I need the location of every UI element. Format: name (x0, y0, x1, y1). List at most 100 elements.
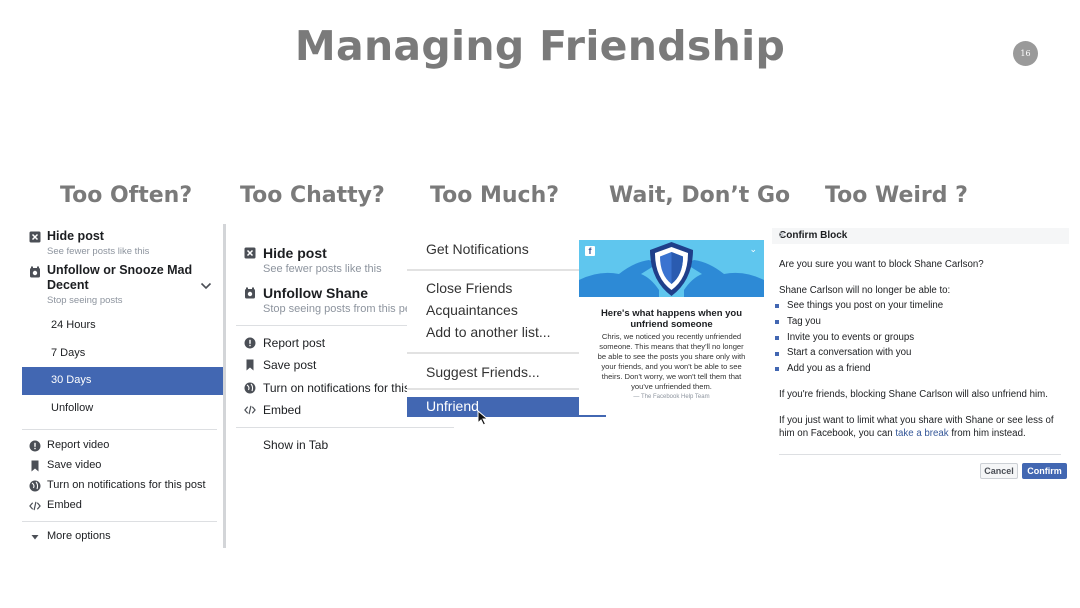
menu-divider (236, 325, 454, 326)
more-options-option[interactable]: More options (22, 529, 223, 545)
report-post-option[interactable]: Report post (236, 335, 454, 353)
limit-note-line-2: him on Facebook, you can take a break fr… (779, 428, 1026, 439)
embed-label: Embed (263, 403, 302, 417)
save-video-label: Save video (47, 459, 102, 471)
save-video-option[interactable]: Save video (22, 458, 223, 474)
get-notifications-item[interactable]: Get Notifications (426, 241, 529, 257)
notice-banner: f ⌄ (579, 240, 764, 297)
too-often-menu: Hide post See fewer posts like this Unfo… (22, 224, 226, 548)
snooze-7-days-option[interactable]: 7 Days (51, 347, 86, 359)
friends-note: If you're friends, blocking Shane Carlso… (779, 389, 1048, 400)
page-number-badge: 16 (1013, 41, 1038, 66)
notice-body-line: you've unfriended them. (631, 381, 712, 391)
suggest-friends-item[interactable]: Suggest Friends... (426, 364, 540, 380)
hide-post-option[interactable]: Hide post See fewer posts like this (22, 228, 223, 260)
notice-body-line: be able to see the posts you share only … (597, 351, 746, 361)
code-icon (29, 500, 41, 512)
notice-body-line: Chris, we noticed you recently unfriende… (601, 332, 742, 341)
hide-post-icon (244, 247, 256, 259)
unfollow-icon (244, 287, 256, 299)
unfollow-label: Unfollow Shane (263, 285, 368, 301)
menu-divider (22, 521, 217, 522)
bookmark-icon (29, 460, 41, 472)
block-bullet: Add you as a friend (787, 363, 871, 374)
chevron-down-icon[interactable]: ⌄ (749, 244, 757, 254)
confirm-button[interactable]: Confirm (1022, 463, 1067, 479)
embed-option[interactable]: Embed (236, 402, 454, 420)
notice-body-line: theirs. Don't worry, we won't tell them … (601, 371, 742, 381)
report-icon (29, 440, 41, 452)
show-in-tab-option[interactable]: Show in Tab (263, 438, 329, 452)
globe-icon (29, 480, 41, 492)
unfollow-snooze-label-line-1: Unfollow or Snooze Mad (47, 263, 193, 277)
save-post-option[interactable]: Save post (236, 357, 454, 375)
snooze-icon (29, 266, 41, 278)
menu-separator (407, 269, 579, 271)
embed-option[interactable]: Embed (22, 498, 223, 514)
notice-heading-line-1: Here's what happens when you (600, 308, 743, 319)
limit-note-text: him on Facebook, you can (779, 428, 896, 439)
block-question: Are you sure you want to block Shane Car… (779, 259, 984, 270)
unfriend-label: Unfriend (426, 398, 479, 414)
cancel-button[interactable]: Cancel (980, 463, 1018, 479)
unfollow-snooze-option[interactable]: Unfollow or Snooze Mad Decent Stop seein… (22, 262, 223, 310)
bullet-marker (775, 336, 779, 340)
hide-post-label: Hide post (47, 229, 104, 243)
unfollow-option[interactable]: Unfollow Shane Stop seeing posts from th… (236, 284, 454, 318)
heading-too-often: Too Often? (60, 183, 193, 208)
menu-separator (407, 352, 579, 354)
slide-title: Managing Friendship (294, 22, 786, 70)
hide-post-sublabel: See fewer posts like this (263, 263, 382, 275)
snooze-24-hours-option[interactable]: 24 Hours (51, 319, 96, 331)
notice-signature: — The Facebook Help Team (633, 394, 710, 400)
snooze-30-days-option[interactable]: 30 Days (22, 367, 223, 395)
block-bullet: Tag you (787, 316, 821, 327)
chevron-down-icon (200, 281, 212, 293)
block-bullet: Start a conversation with you (787, 347, 912, 358)
hide-post-label: Hide post (263, 245, 327, 261)
snooze-30-days-label: 30 Days (51, 374, 92, 386)
dialog-title: Confirm Block (779, 230, 848, 241)
report-video-option[interactable]: Report video (22, 438, 223, 454)
report-post-label: Report post (263, 336, 326, 350)
hide-post-sublabel: See fewer posts like this (47, 246, 150, 257)
save-post-label: Save post (263, 358, 317, 372)
bullet-marker (775, 320, 779, 324)
heading-too-much: Too Much? (430, 183, 559, 208)
more-options-label: More options (47, 530, 111, 542)
dialog-footer-divider (779, 454, 1061, 455)
unfollow-snooze-sublabel: Stop seeing posts (47, 295, 123, 306)
notifications-label: Turn on notifications for this post (47, 479, 206, 491)
facebook-logo-icon: f (585, 246, 595, 256)
heading-wait-dont-go: Wait, Don’t Go (609, 183, 791, 208)
close-icon[interactable]: × (779, 230, 785, 241)
notice-heading: Here's what happens when you unfriend so… (579, 308, 764, 330)
bullet-marker (775, 367, 779, 371)
add-to-list-item[interactable]: Add to another list... (426, 324, 551, 340)
block-bullet: See things you post on your timeline (787, 300, 944, 311)
highlight-underline (579, 415, 606, 417)
block-bullet: Invite you to events or groups (787, 332, 915, 343)
bullet-marker (775, 304, 779, 308)
embed-label: Embed (47, 499, 82, 511)
cursor-arrow-icon (477, 409, 489, 426)
unfriend-item[interactable]: Unfriend (407, 397, 579, 417)
dialog-header: Confirm Block × (772, 228, 1069, 244)
too-much-menu: Get Notifications Close Friends Acquaint… (407, 232, 607, 420)
notifications-option[interactable]: Turn on notifications for this (236, 380, 454, 398)
report-icon (244, 337, 256, 349)
menu-separator (407, 388, 579, 390)
take-a-break-link[interactable]: take a break (895, 428, 949, 439)
hide-post-option[interactable]: Hide post See fewer posts like this (236, 244, 454, 280)
notifications-option[interactable]: Turn on notifications for this post (22, 478, 223, 494)
heading-too-weird: Too Weird ? (825, 183, 968, 208)
unfollow-option[interactable]: Unfollow (51, 402, 94, 414)
menu-divider (22, 429, 217, 430)
bullet-marker (775, 352, 779, 356)
acquaintances-item[interactable]: Acquaintances (426, 302, 518, 318)
notice-body-line: someone. This means that they'll no long… (599, 341, 744, 351)
caret-down-icon (29, 531, 41, 543)
unfollow-snooze-label-line-2: Decent (47, 278, 89, 292)
close-friends-item[interactable]: Close Friends (426, 280, 513, 296)
heading-too-chatty: Too Chatty? (240, 183, 385, 208)
